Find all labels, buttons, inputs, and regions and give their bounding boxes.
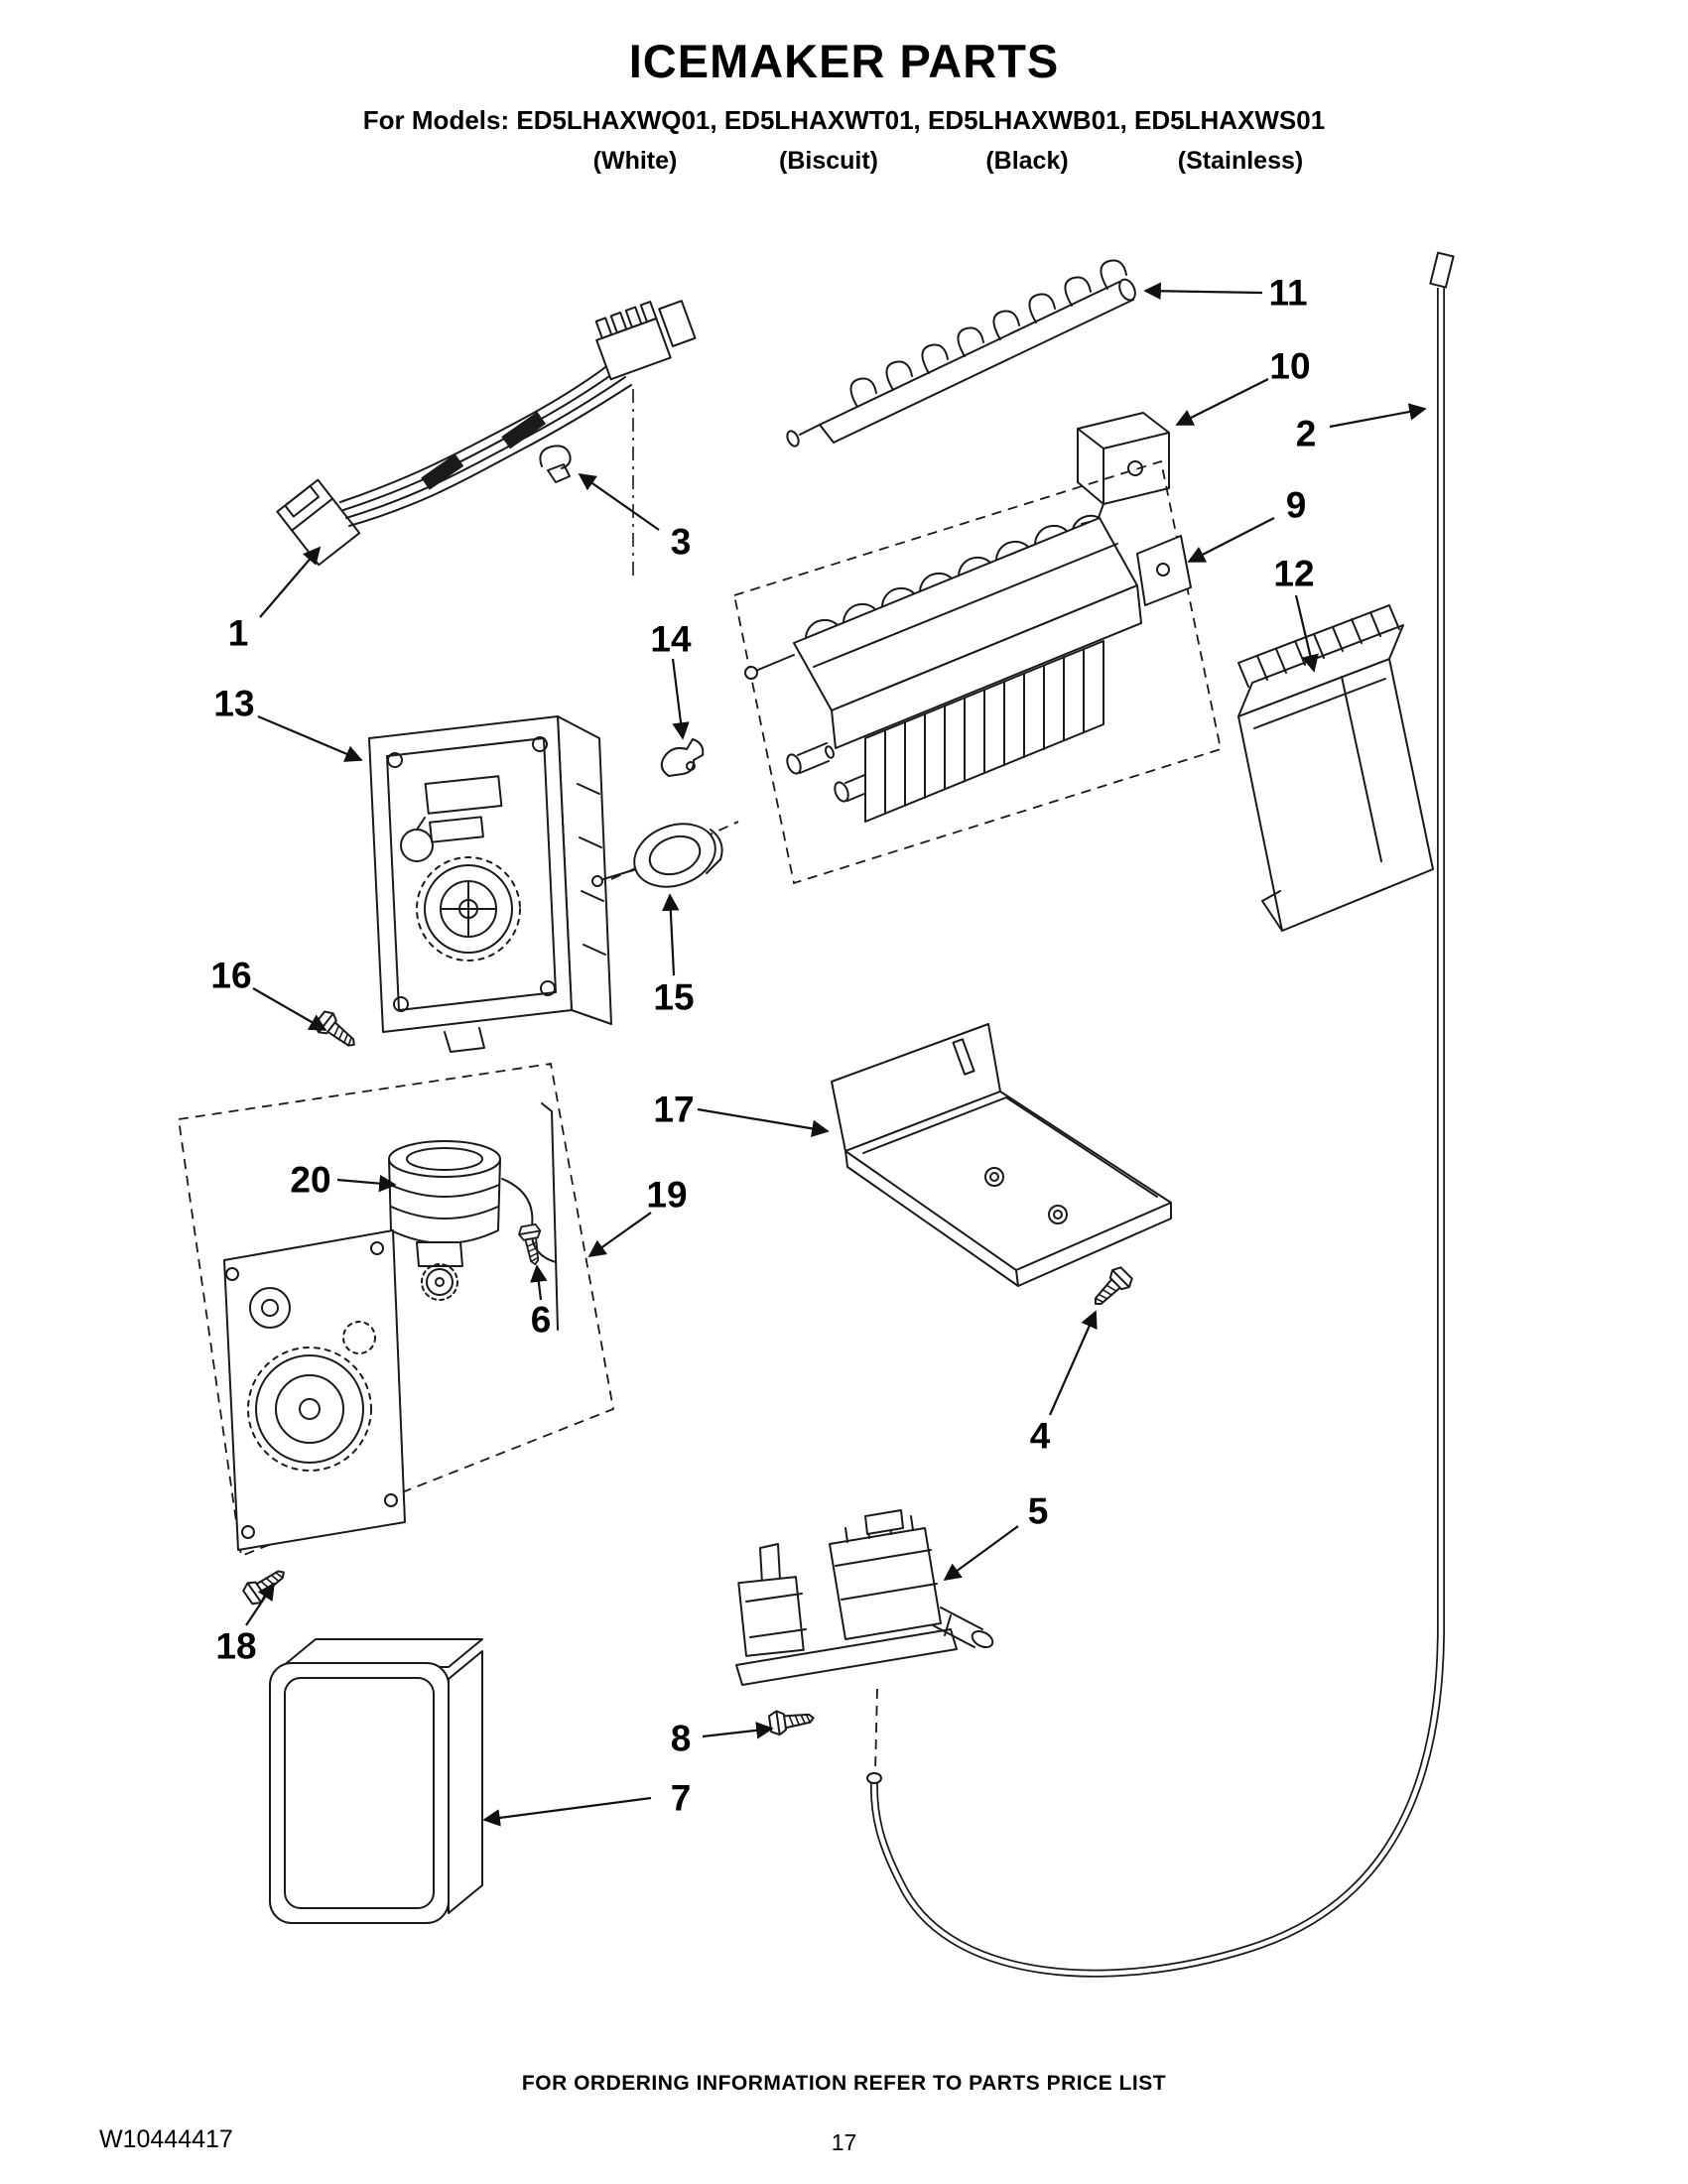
part-screw-18-art (239, 1561, 292, 1608)
callout-14: 14 (650, 618, 692, 660)
part-gear-motor-art (388, 1102, 559, 1331)
part-ice-stripper-art (786, 259, 1136, 448)
leader-lines (245, 282, 1427, 1827)
footer-ordering-note: FOR ORDERING INFORMATION REFER TO PARTS … (521, 2072, 1167, 2095)
callout-20: 20 (290, 1159, 331, 1201)
part-wire-clip-art (660, 738, 705, 777)
part-water-inlet-valve-art (735, 1509, 994, 1773)
callout-4: 4 (1029, 1415, 1051, 1457)
callout-6: 6 (530, 1299, 552, 1341)
callout-12: 12 (1273, 553, 1315, 594)
finish-label-stainless: (Stainless) (1177, 147, 1304, 175)
callout-7: 7 (670, 1777, 692, 1819)
page-number: 17 (831, 2129, 857, 2155)
callout-13: 13 (213, 683, 255, 724)
finish-label-biscuit: (Biscuit) (779, 147, 878, 175)
callout-2: 2 (1295, 413, 1317, 454)
part-shutoff-arm-bracket-art (1077, 412, 1170, 525)
callout-5: 5 (1027, 1490, 1049, 1532)
part-icemaker-assembly-art (732, 459, 1223, 885)
part-module-housing-art (368, 715, 739, 1053)
callout-1: 1 (227, 612, 249, 654)
callout-16: 16 (210, 955, 252, 996)
part-water-fill-tube-art (866, 251, 1455, 1978)
part-drive-assembly-box-art (177, 1062, 615, 1558)
part-icemaker-cover-art (1237, 604, 1434, 932)
callout-9: 9 (1285, 484, 1307, 526)
part-gearbox-plate-art (223, 1229, 406, 1551)
callout-3: 3 (670, 521, 692, 563)
part-ice-container-art (269, 1638, 483, 1924)
finish-label-black: (Black) (985, 147, 1069, 175)
part-ice-shield-art (831, 1023, 1172, 1287)
page-title: ICEMAKER PARTS (628, 35, 1060, 87)
callout-17: 17 (653, 1089, 695, 1130)
part-screw-16-art (311, 1007, 363, 1056)
document-number: W10444417 (99, 2125, 233, 2153)
callout-11: 11 (1268, 272, 1308, 314)
callout-19: 19 (646, 1174, 688, 1216)
callout-10: 10 (1269, 345, 1311, 387)
part-harness-clip-art (539, 445, 572, 483)
part-thermostat-art (591, 823, 723, 888)
finish-label-white: (White) (592, 147, 678, 175)
callout-8: 8 (670, 1718, 692, 1759)
part-screw-4-art (1086, 1263, 1136, 1314)
part-screw-6-art (516, 1222, 547, 1267)
callout-15: 15 (653, 976, 695, 1018)
models-subtitle: For Models: ED5LHAXWQ01, ED5LHAXWT01, ED… (362, 105, 1326, 135)
callout-18: 18 (215, 1625, 257, 1667)
part-screw-8-art (767, 1705, 817, 1737)
part-wire-harness-art (276, 300, 697, 579)
